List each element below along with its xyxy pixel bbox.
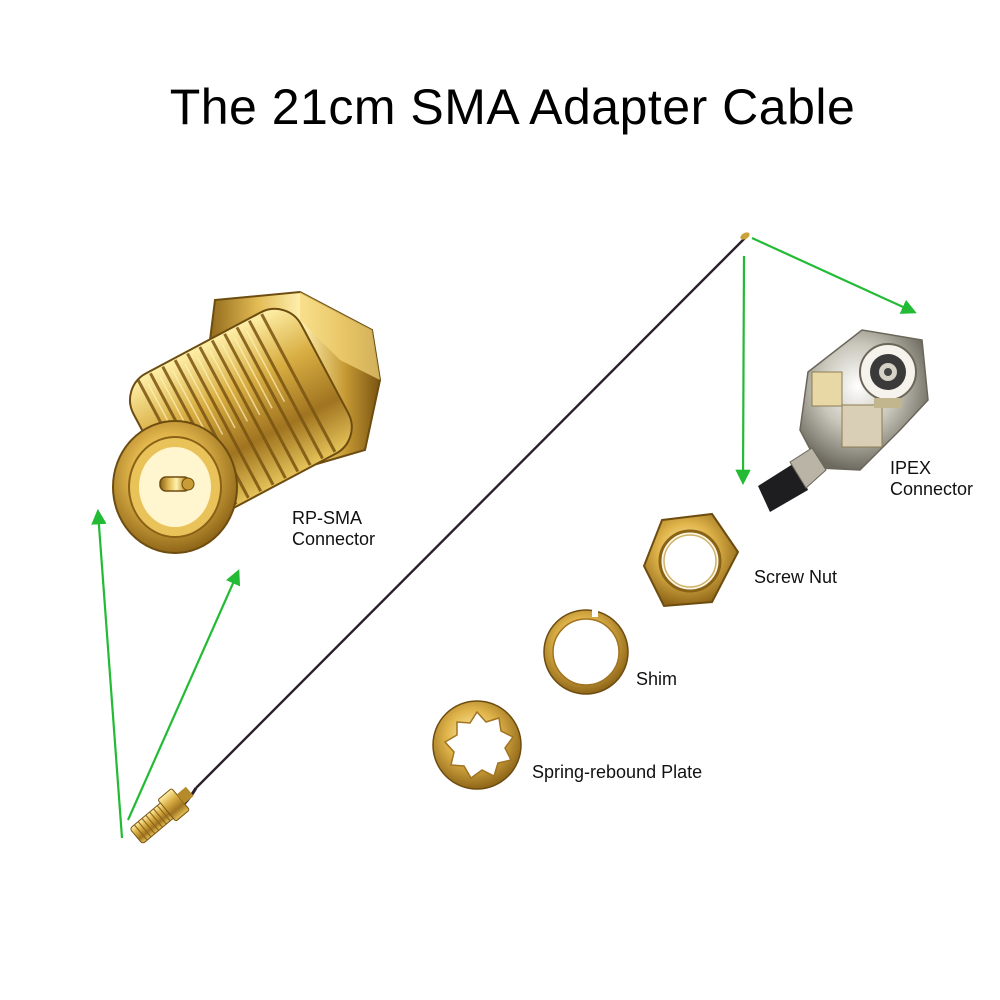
arrow-to-ipex-1: [751, 236, 917, 314]
small-sma-end-icon: [130, 786, 194, 844]
screw-nut-label: Screw Nut: [754, 567, 838, 587]
ipex-label: IPEX Connector: [890, 458, 973, 500]
spring-plate-label: Spring-rebound Plate: [532, 762, 703, 782]
ipex-connector-icon: [758, 329, 929, 512]
pointer-arrows: [91, 236, 917, 839]
arrow-to-rp-sma-2: [126, 569, 241, 821]
rp-sma-label-line2: Connector: [292, 529, 376, 549]
screw-nut-icon: [642, 512, 740, 608]
rp-sma-label: RP-SMA Connector: [292, 508, 375, 550]
rp-sma-connector-icon: [112, 290, 382, 554]
ipex-label-line2: Connector: [890, 479, 974, 499]
arrow-to-rp-sma-1: [91, 508, 124, 839]
page-title: The 21cm SMA Adapter Cable: [169, 79, 856, 135]
rp-sma-label-line1: RP-SMA: [292, 508, 363, 528]
shim-label: Shim: [636, 669, 678, 689]
arrow-to-ipex-2: [735, 255, 751, 486]
ipex-label-line1: IPEX: [890, 458, 932, 478]
shim-washer-icon: [543, 608, 629, 695]
spring-rebound-plate-icon: [432, 700, 522, 790]
